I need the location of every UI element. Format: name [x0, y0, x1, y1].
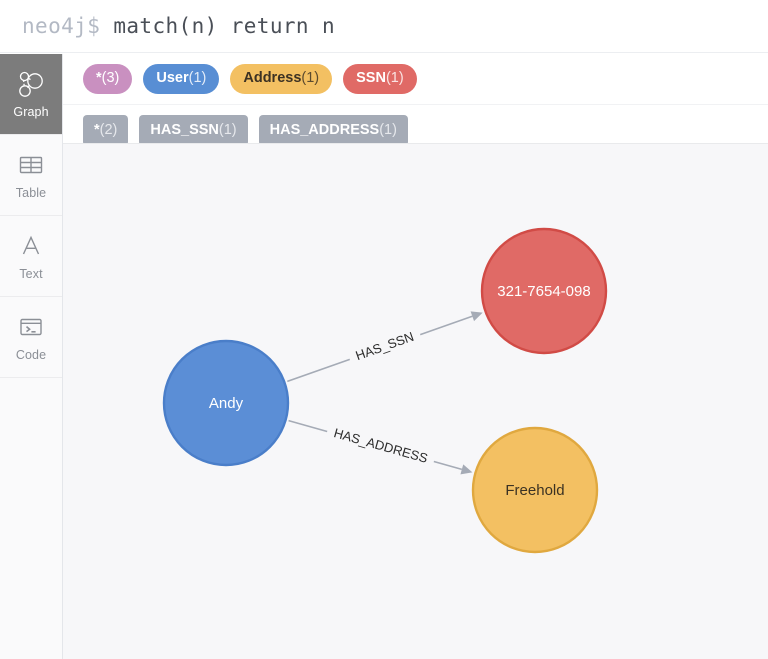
node-caption: 321-7654-098: [497, 283, 590, 300]
code-icon: [16, 312, 46, 342]
graph-visualization[interactable]: HAS_SSN HAS_ADDRESS Andy 321-7654-098Freeho…: [63, 144, 768, 659]
sidebar-item-text[interactable]: Text: [0, 216, 62, 297]
node-circle[interactable]: [162, 339, 290, 467]
legend-chip-address[interactable]: Address(1): [230, 64, 333, 94]
view-mode-sidebar: Graph Table Text: [0, 54, 63, 659]
chip-count: (3): [101, 70, 120, 86]
sidebar-item-code[interactable]: Code: [0, 297, 62, 378]
legend-chip-ssn[interactable]: SSN(1): [343, 64, 417, 94]
sidebar-item-table[interactable]: Table: [0, 135, 62, 216]
legend-chip-all-relationships[interactable]: *(2): [83, 114, 129, 146]
relationship-type-label: HAS_SSN: [354, 329, 416, 363]
sidebar-item-text-label: Text: [19, 267, 43, 281]
chip-count: (1): [379, 121, 397, 138]
chip-label: *: [94, 121, 100, 138]
chip-count: (2): [99, 121, 118, 138]
relationship-type-label: HAS_ADDRESS: [332, 425, 430, 466]
relationship-has-ssn[interactable]: HAS_SSN: [287, 311, 483, 383]
sidebar-item-code-label: Code: [15, 348, 47, 362]
legend-chip-has-ssn[interactable]: HAS_SSN(1): [139, 114, 248, 146]
relationship-has-address[interactable]: HAS_ADDRESS: [288, 419, 473, 475]
node-caption: Andy: [209, 395, 244, 412]
chip-count: (1): [218, 121, 237, 138]
table-icon: [16, 150, 46, 180]
legend-chip-all-nodes[interactable]: *(3): [83, 64, 133, 94]
graph-node-ssn[interactable]: 321-7654-098: [480, 227, 608, 355]
legend-chip-has-address[interactable]: HAS_ADDRESS(1): [258, 114, 408, 146]
sidebar-item-graph-label: Graph: [13, 105, 49, 119]
chip-label: User: [156, 70, 189, 86]
graph-node-user[interactable]: Andy: [162, 339, 290, 467]
chip-count: (1): [188, 70, 207, 86]
legend-node-chip-row: *(3) User(1) Address(1) SSN(1): [63, 54, 768, 104]
legend-chip-user[interactable]: User(1): [143, 64, 220, 94]
text-icon: [16, 231, 46, 261]
graph-icon: [16, 69, 46, 99]
chip-label: Address: [243, 70, 302, 86]
node-caption: Freehold: [505, 482, 564, 499]
chip-label: *: [96, 70, 102, 86]
sidebar-item-table-label: Table: [15, 186, 47, 200]
relationship-line: [433, 460, 463, 471]
chip-label: HAS_SSN: [150, 121, 219, 138]
legend-relationship-chip-row: *(2) HAS_SSN(1) HAS_ADDRESS(1): [63, 103, 768, 157]
query-text[interactable]: match(n) return n: [113, 14, 336, 38]
relationship-line: [288, 419, 328, 433]
relationship-arrowhead: [460, 464, 473, 475]
prompt-label: neo4j$: [22, 14, 114, 38]
query-bar[interactable]: neo4j$ match(n) return n: [0, 0, 768, 53]
node-circle[interactable]: [471, 426, 599, 554]
node-circle[interactable]: [480, 227, 608, 355]
sidebar-item-graph[interactable]: Graph: [0, 54, 62, 135]
relationship-line: [419, 315, 473, 336]
relationship-line: [287, 358, 351, 383]
relationship-arrowhead: [470, 311, 483, 322]
chip-label: SSN: [356, 70, 386, 86]
chip-count: (1): [301, 70, 320, 86]
legend-panel: *(3) User(1) Address(1) SSN(1) *(2) HAS_…: [63, 54, 768, 156]
graph-node-address[interactable]: Freehold: [471, 426, 599, 554]
chip-count: (1): [385, 70, 404, 86]
chip-label: HAS_ADDRESS: [269, 121, 380, 138]
